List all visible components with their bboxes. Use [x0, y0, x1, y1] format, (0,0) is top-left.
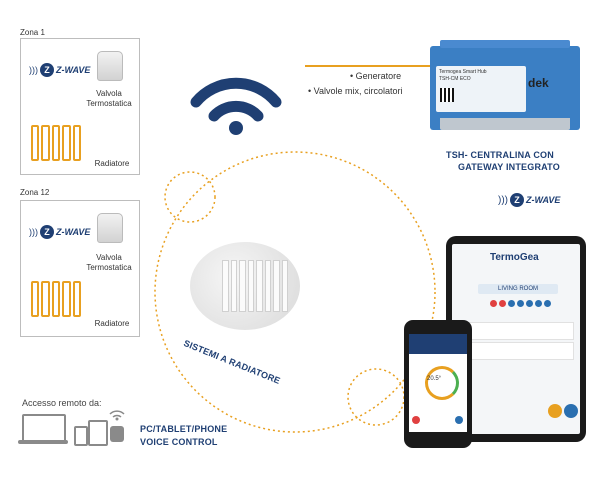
thermostatic-valve-icon [97, 213, 123, 243]
zone1-valve-label: Valvola Termostatica [86, 89, 132, 108]
day-button[interactable] [499, 300, 506, 307]
zone1-zwave-logo: ))) Z Z-WAVE [29, 63, 90, 77]
zone12-zwave-logo: ))) Z Z-WAVE [29, 225, 90, 239]
gateway-caption-line2: GATEWAY INTEGRATO [458, 162, 560, 172]
phone-header [409, 334, 467, 354]
app-title: TermoGea [490, 252, 539, 263]
thermostatic-valve-icon [97, 51, 123, 81]
wifi-icon [109, 410, 125, 421]
day-button[interactable] [535, 300, 542, 307]
gateway-device: Termogea Smart Hub TSH-CM ECO dek [430, 40, 580, 130]
qr-code-icon [440, 88, 454, 102]
wifi-icon: ))) [29, 227, 38, 237]
zwave-brand: Z-WAVE [56, 227, 91, 237]
tablet-icon [88, 420, 108, 446]
zone12-title: Zona 12 [20, 188, 50, 197]
gateway-device-model: TSH-CM ECO [439, 76, 471, 82]
radiator-icon [31, 125, 82, 161]
phone-screen: 20.5° [409, 334, 467, 432]
zone1-box: ))) Z Z-WAVE Valvola Termostatica Radiat… [20, 38, 140, 175]
room-name: LIVING ROOM [497, 286, 538, 292]
day-button[interactable] [490, 300, 497, 307]
zone12-radiator-label: Radiatore [94, 319, 130, 328]
zwave-mark-icon: Z [40, 225, 54, 239]
tablet-screen: TermoGea LIVING ROOM [452, 244, 580, 434]
gateway-label-panel: Termogea Smart Hub TSH-CM ECO [436, 66, 526, 112]
day-button[interactable] [544, 300, 551, 307]
zwave-logo: ))) Z Z-WAVE [498, 193, 560, 207]
phone-icon [74, 426, 88, 446]
remote-access-line2: VOICE CONTROL [140, 437, 218, 447]
gateway-brand: dek [528, 76, 549, 90]
wifi-icon: ))) [29, 65, 38, 75]
bullet-generatore: • Generatore [350, 71, 402, 81]
day-button[interactable] [517, 300, 524, 307]
add-button[interactable] [412, 416, 420, 424]
schedule-row[interactable] [464, 342, 574, 360]
zwave-mark-icon: Z [40, 63, 54, 77]
remote-access-title: Accesso remoto da: [22, 398, 102, 408]
connection-line [305, 65, 437, 67]
day-button[interactable] [526, 300, 533, 307]
wifi-icon [190, 77, 282, 135]
smart-speaker-icon [110, 426, 124, 442]
zwave-brand: Z-WAVE [526, 195, 561, 205]
phone-temperature: 20.5° [427, 376, 442, 382]
confirm-button[interactable] [455, 416, 463, 424]
gateway-device-name: Termogea Smart Hub [439, 69, 487, 75]
zone12-box: ))) Z Z-WAVE Valvola Termostatica Radiat… [20, 200, 140, 337]
radiator-icon [31, 281, 82, 317]
zwave-mark-icon: Z [510, 193, 524, 207]
laptop-base-icon [18, 440, 68, 444]
gateway-caption-line1: TSH- CENTRALINA CON [446, 150, 554, 160]
room-selector[interactable]: LIVING ROOM [478, 284, 558, 294]
phone-device: 20.5° [404, 320, 472, 448]
radiator-photo [190, 242, 300, 330]
zone1-radiator-label: Radiatore [94, 159, 130, 168]
thermostat-gauge [425, 366, 459, 400]
remote-access-line1: PC/TABLET/PHONE [140, 424, 228, 434]
gateway-bottom-rail [440, 118, 570, 130]
radiator-icon [222, 260, 288, 312]
zwave-brand: Z-WAVE [56, 65, 91, 75]
day-button[interactable] [508, 300, 515, 307]
save-button[interactable] [564, 404, 578, 418]
day-buttons [490, 300, 551, 307]
zone1-title: Zona 1 [20, 28, 45, 37]
schedule-row[interactable] [464, 322, 574, 340]
zone12-valve-label: Valvola Termostatica [86, 253, 132, 272]
laptop-icon [22, 414, 66, 442]
bullet-valvole: • Valvole mix, circolatori [308, 86, 403, 96]
wifi-icon: ))) [498, 194, 508, 206]
gateway-top-rail [440, 40, 570, 48]
settings-button[interactable] [548, 404, 562, 418]
